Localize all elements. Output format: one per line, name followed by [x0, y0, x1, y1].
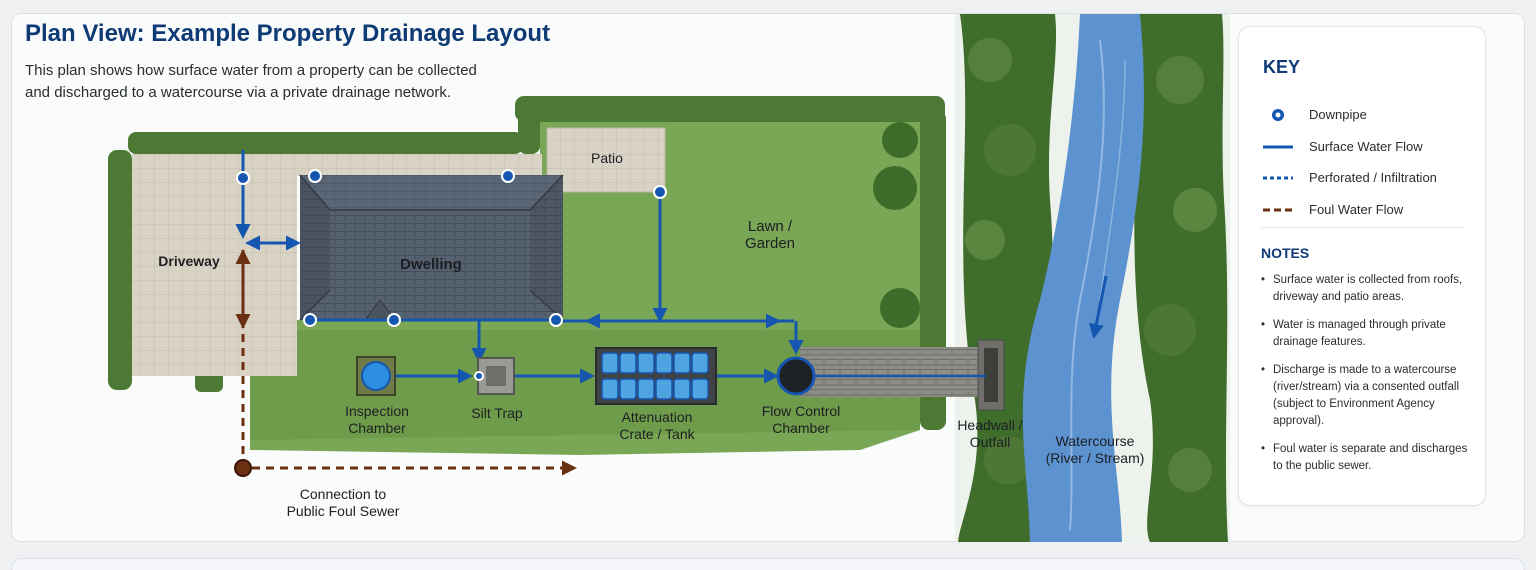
foul-connection-node [234, 459, 252, 477]
key-label: Perforated / Infiltration [1309, 170, 1437, 185]
label-headwall-outfall: Headwall / Outfall [957, 417, 1023, 450]
label-dwelling: Dwelling [400, 256, 462, 273]
surface-water-pipes [235, 150, 986, 384]
key-label: Downpipe [1309, 107, 1367, 122]
label-flow-control-chamber: Flow Control Chamber [761, 403, 841, 436]
note-item: Foul water is separate and discharges to… [1261, 441, 1475, 475]
attenuation-crate [595, 347, 717, 405]
key-item-surface-water: Surface Water Flow [1261, 137, 1481, 157]
label-inspection-chamber: Inspection Chamber [345, 403, 409, 436]
label-patio: Patio [591, 150, 623, 166]
dashed-brown-line-icon [1263, 208, 1293, 212]
flow-control-chamber [776, 356, 816, 396]
key-divider [1261, 227, 1463, 228]
key-label: Surface Water Flow [1309, 139, 1423, 154]
label-silt-trap: Silt Trap [471, 405, 523, 421]
solid-line-icon [1263, 145, 1293, 149]
key-item-downpipe: Downpipe [1261, 105, 1481, 125]
bottom-panel [11, 558, 1525, 570]
downpipe-icon [1272, 109, 1284, 121]
note-item: Discharge is made to a watercourse (rive… [1261, 362, 1475, 430]
dwelling-roof [299, 174, 564, 321]
label-lawn: Lawn / Garden [744, 218, 796, 252]
key-item-perforated: Perforated / Infiltration [1261, 168, 1481, 188]
key-label: Foul Water Flow [1309, 202, 1404, 217]
note-item: Water is managed through private drainag… [1261, 317, 1475, 351]
page-description: This plan shows how surface water from a… [25, 62, 477, 101]
patio-area [546, 127, 666, 193]
key-panel: KEY Downpipe Surface Water Flow Perforat… [1238, 26, 1486, 506]
driveway-area [132, 154, 297, 376]
page-title: Plan View: Example Property Drainage Lay… [25, 20, 551, 47]
label-foul-sewer-connection: Connection to Public Foul Sewer [286, 486, 400, 519]
key-item-foul-water: Foul Water Flow [1261, 200, 1481, 220]
note-item: Surface water is collected from roofs, d… [1261, 272, 1475, 306]
downpipe-markers [236, 169, 667, 381]
label-attenuation-crate: Attenuation Crate / Tank [619, 409, 695, 442]
outfall-channel [800, 347, 980, 397]
key-title: KEY [1263, 57, 1301, 77]
label-watercourse: Watercourse (River / Stream) [1045, 433, 1145, 466]
dotted-line-icon [1263, 176, 1293, 180]
river-flow-arrow [1088, 275, 1108, 339]
notes-list: Surface water is collected from roofs, d… [1261, 272, 1475, 486]
label-driveway: Driveway [158, 253, 220, 269]
notes-title: NOTES [1261, 245, 1310, 261]
